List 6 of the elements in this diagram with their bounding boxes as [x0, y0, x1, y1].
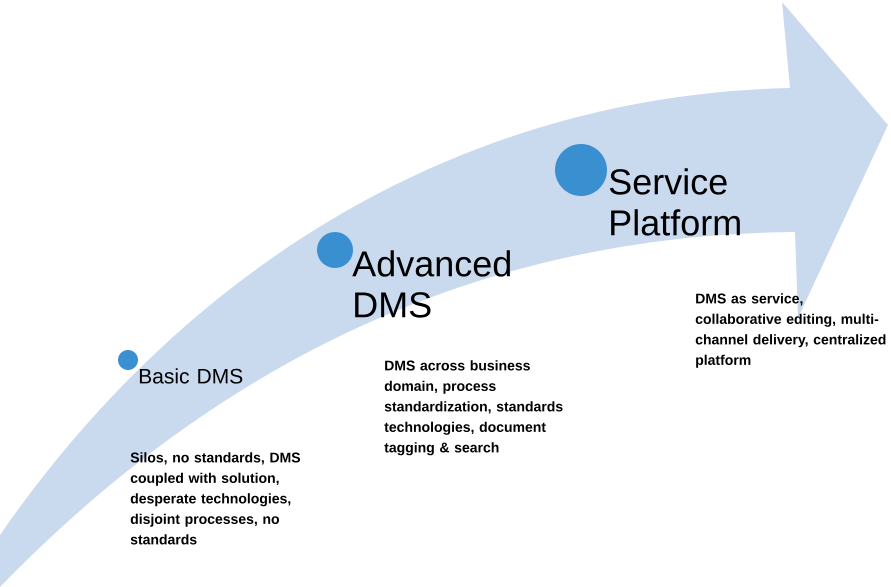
stage-description: DMS across business domain, process standardization, standards technologies, document tagging & search [384, 360, 563, 456]
stage-heading: Service Platform [610, 168, 740, 236]
stage-heading: Basic DMS [140, 368, 242, 384]
stage-heading: Advanced DMS [352, 250, 510, 318]
stage-description: DMS as service, collaborative editing, multi-channel delivery, centralized platform [696, 293, 886, 368]
stage-description: Silos, no standards, DMS coupled with solution, desperate technologies, disjoint processes, no standards [130, 452, 300, 544]
